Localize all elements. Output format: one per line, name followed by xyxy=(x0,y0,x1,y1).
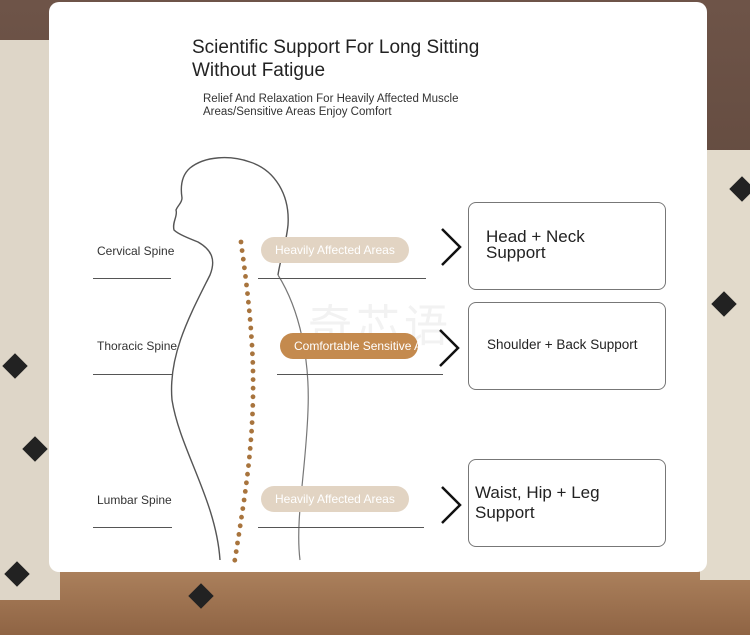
support-waist-hip-leg: Waist, Hip + Leg Support xyxy=(475,483,600,522)
spine-dot xyxy=(247,317,253,322)
page-subtitle: Relief And Relaxation For Heavily Affect… xyxy=(203,93,523,119)
pill-comfortable-sensitive: Comfortable Sensitive Areas xyxy=(280,333,418,359)
spine-dot xyxy=(235,540,240,546)
spine-dot xyxy=(250,394,256,400)
spine-dot xyxy=(232,557,238,563)
spine-dot xyxy=(239,248,245,253)
spine-dot xyxy=(247,454,252,460)
spine-dot xyxy=(238,239,244,245)
spine-dot xyxy=(250,368,256,374)
spine-dot xyxy=(250,403,256,408)
support-box-shoulder-back xyxy=(468,302,666,390)
spine-dot xyxy=(246,308,252,314)
spine-dot xyxy=(249,342,255,348)
spine-dot xyxy=(242,265,247,271)
spine-dot xyxy=(248,325,254,331)
spine-dot xyxy=(236,532,242,537)
spine-dot xyxy=(245,471,250,477)
label-lumbar-spine: Lumbar Spine xyxy=(97,493,172,507)
support-box-head-neck xyxy=(468,202,666,290)
human-silhouette xyxy=(170,156,309,563)
silhouette-back xyxy=(277,274,309,561)
spine-dot xyxy=(250,351,255,357)
title-line-2: Without Fatigue xyxy=(192,60,326,81)
spine-dot xyxy=(237,523,243,529)
spine-dots xyxy=(232,239,256,563)
support-head-neck: Head + Neck Support xyxy=(486,227,585,262)
underline xyxy=(258,527,424,528)
spine-dot xyxy=(247,446,253,451)
page-title: Scientific Support For Long Sitting With… xyxy=(192,36,479,82)
rug-right xyxy=(700,150,750,580)
spine-dot xyxy=(250,360,256,365)
subtitle-line-2: Areas/Sensitive Areas Enjoy Comfort xyxy=(203,106,392,118)
spine-dot xyxy=(249,420,255,425)
chevron-right-icon xyxy=(439,329,460,367)
spine-dot xyxy=(240,506,246,511)
spine-dot xyxy=(250,385,256,391)
spine-dot xyxy=(250,411,255,417)
support-shoulder-back: Shoulder + Back Support xyxy=(487,337,638,352)
underline xyxy=(93,374,173,375)
spine-dot xyxy=(246,299,251,305)
pill-heavily-affected: Heavily Affected Areas xyxy=(261,237,409,263)
spine-dot xyxy=(246,463,251,468)
subtitle-line-1: Relief And Relaxation For Heavily Affect… xyxy=(203,93,459,105)
spine-dot xyxy=(249,428,254,434)
spine-dot xyxy=(239,514,244,520)
spine-dot xyxy=(250,377,256,382)
support-box-waist-hip-leg xyxy=(468,459,666,547)
spine-dot xyxy=(241,497,247,503)
spine-dot xyxy=(244,282,249,288)
spine-dot xyxy=(245,291,250,296)
spine-dot xyxy=(242,489,248,494)
underline xyxy=(258,278,426,279)
title-line-1: Scientific Support For Long Sitting xyxy=(192,37,480,58)
silhouette-outline xyxy=(170,156,289,561)
chevron-right-icon xyxy=(441,486,462,524)
chevron-right-icon xyxy=(441,228,462,266)
spine-dot xyxy=(249,334,254,339)
label-cervical-spine: Cervical Spine xyxy=(97,244,175,258)
pill-heavily-affected: Heavily Affected Areas xyxy=(261,486,409,512)
underline xyxy=(93,278,171,279)
spine-dot xyxy=(233,549,239,554)
spine-dot xyxy=(243,274,248,279)
wood-floor xyxy=(0,560,750,635)
underline xyxy=(277,374,443,375)
spine-dot xyxy=(248,437,254,443)
spine-dot xyxy=(244,480,249,486)
underline xyxy=(93,527,172,528)
label-thoracic-spine: Thoracic Spine xyxy=(97,339,178,353)
spine-dot xyxy=(240,256,246,262)
